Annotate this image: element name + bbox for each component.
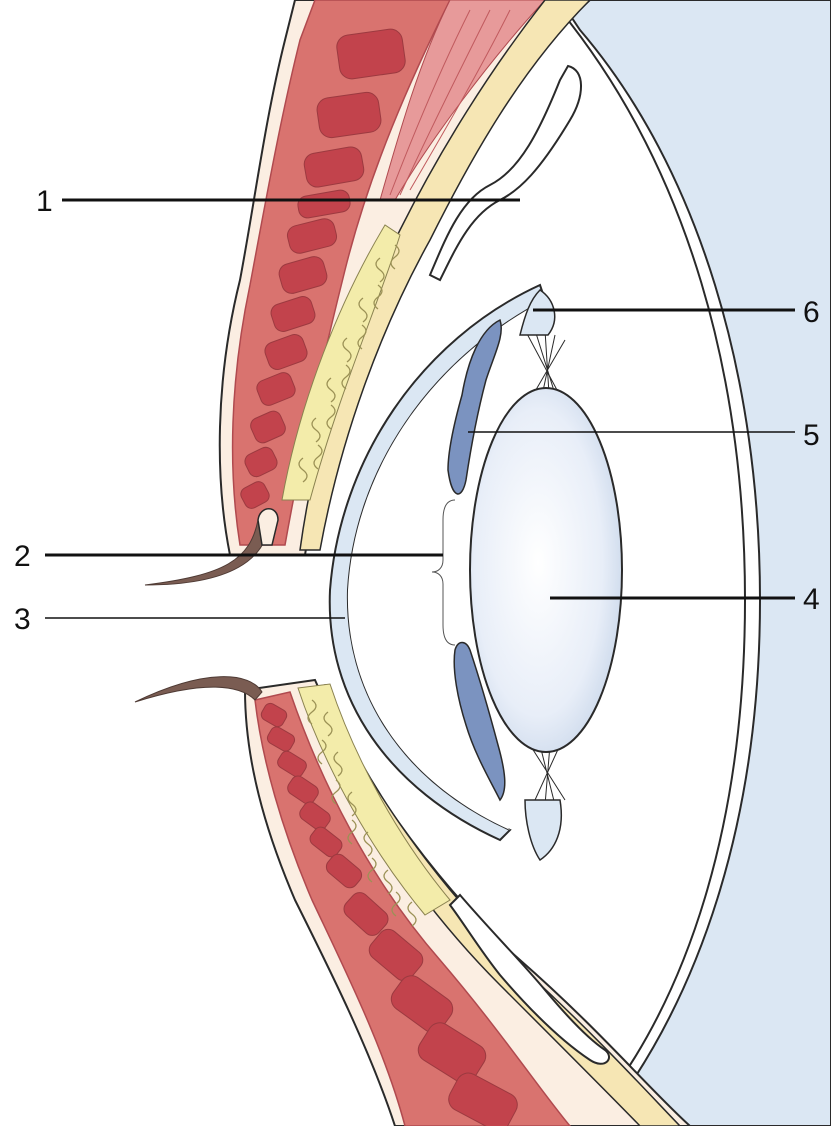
callout-1: 1: [36, 185, 53, 218]
lens: [470, 388, 622, 752]
zonules-lower: [530, 745, 565, 805]
callout-2: 2: [14, 540, 31, 573]
callout-3: 3: [14, 603, 31, 636]
callout-4: 4: [803, 583, 820, 616]
callout-5: 5: [803, 419, 820, 452]
callout-6: 6: [803, 296, 820, 329]
ciliary-body-lower: [525, 800, 561, 860]
lower-eyelash: [135, 677, 262, 702]
